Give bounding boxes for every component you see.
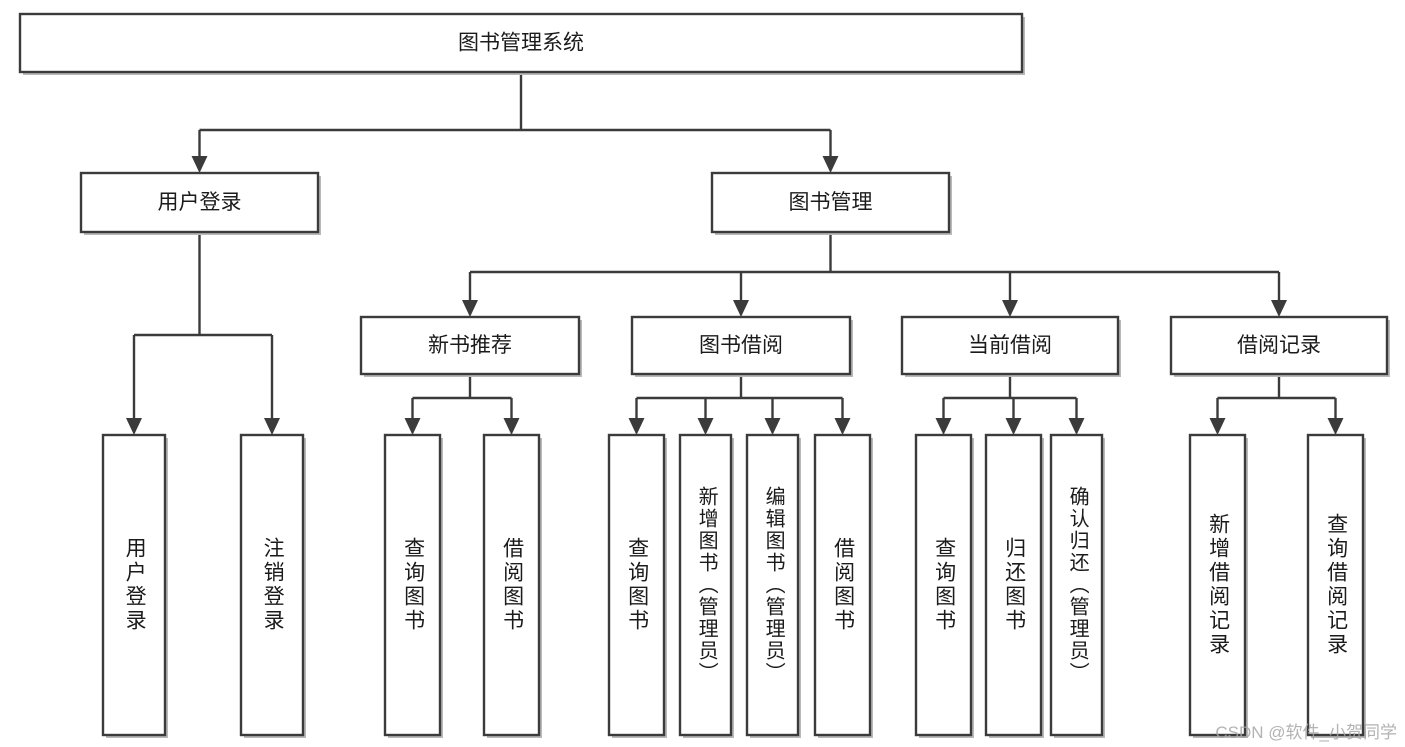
arrow-head-icon	[404, 418, 421, 435]
arrow-head-icon	[126, 418, 142, 435]
leaf-node-leaf-edit-book[interactable]	[745, 433, 800, 737]
arrow-head-icon	[264, 418, 280, 435]
node-label-new-book-rec: 新书推荐	[428, 334, 512, 357]
boxes-layer	[18, 12, 1390, 738]
arrow-head-icon	[733, 300, 749, 317]
leaf-node-leaf-add-record[interactable]	[1188, 433, 1247, 737]
arrow-head-icon	[834, 418, 851, 435]
arrow-head-icon	[503, 418, 520, 435]
leaf-node-leaf-query-record[interactable]	[1306, 433, 1365, 737]
arrow-head-icon	[1209, 418, 1226, 435]
level1-node-book-manage[interactable]	[710, 171, 951, 234]
leaf-node-leaf-borrow-book-2[interactable]	[813, 433, 872, 737]
leaf-node-leaf-query-book-1[interactable]	[383, 433, 442, 737]
edges-layer	[126, 72, 1344, 435]
leaf-node-leaf-confirm-return[interactable]	[1049, 433, 1104, 737]
arrow-head-icon	[822, 156, 839, 173]
node-label-user-login: 用户登录	[158, 191, 242, 214]
root-node-root[interactable]	[18, 12, 1024, 74]
node-label-borrow-record: 借阅记录	[1237, 334, 1321, 357]
leaf-node-leaf-return-book[interactable]	[984, 433, 1043, 737]
arrow-head-icon	[764, 418, 781, 435]
arrow-head-icon	[1327, 418, 1344, 435]
leaf-node-leaf-add-book[interactable]	[678, 433, 733, 737]
arrow-head-icon	[1002, 300, 1018, 317]
node-label-book-borrow: 图书借阅	[699, 334, 783, 357]
arrow-head-icon	[191, 156, 208, 173]
level2-node-book-borrow[interactable]	[630, 315, 852, 376]
arrow-head-icon	[697, 418, 714, 435]
level1-node-user-login[interactable]	[79, 171, 320, 234]
arrow-head-icon	[462, 300, 478, 317]
leaf-node-leaf-query-book-2[interactable]	[607, 433, 666, 737]
leaf-node-leaf-borrow-book-1[interactable]	[482, 433, 541, 737]
level2-node-borrow-record[interactable]	[1169, 315, 1389, 376]
node-label-current-borrow: 当前借阅	[968, 334, 1052, 357]
arrow-head-icon	[935, 418, 952, 435]
node-label-root: 图书管理系统	[458, 32, 584, 55]
leaf-node-leaf-user-logout[interactable]	[239, 433, 305, 737]
arrow-head-icon	[1005, 418, 1022, 435]
node-label-book-manage: 图书管理	[789, 191, 873, 214]
leaf-node-leaf-query-book-3[interactable]	[914, 433, 973, 737]
arrow-head-icon	[628, 418, 645, 435]
leaf-node-leaf-user-login[interactable]	[101, 433, 167, 737]
csdn-watermark: CSDN @软件_小贺同学	[1215, 723, 1397, 742]
arrow-head-icon	[1271, 300, 1287, 317]
arrow-head-icon	[1068, 418, 1085, 435]
level2-node-new-book-rec[interactable]	[359, 315, 581, 376]
level2-node-current-borrow[interactable]	[900, 315, 1120, 376]
